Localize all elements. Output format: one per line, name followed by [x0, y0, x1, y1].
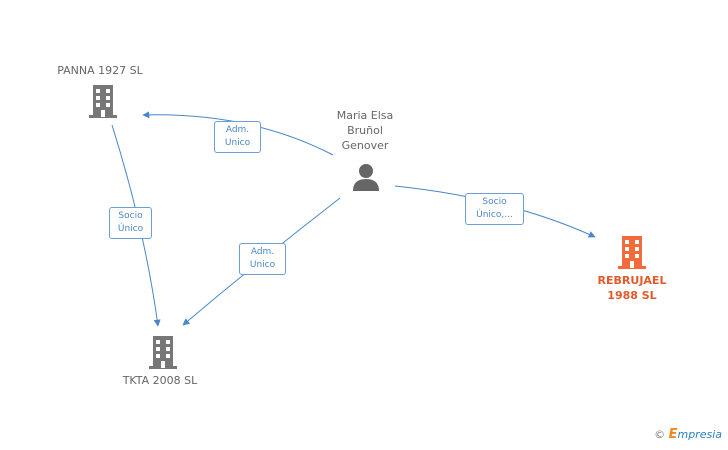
person-name-line-2: Bruñol	[347, 124, 383, 137]
edge-label-line-2: Unico	[224, 138, 251, 148]
edge-label-person-rebrujael[interactable]: Socio Único,...	[465, 193, 524, 225]
copyright-symbol: ©	[654, 428, 666, 441]
edge-label-person-panna[interactable]: Adm. Unico	[214, 121, 261, 153]
node-label-panna[interactable]: PANNA 1927 SL	[57, 64, 143, 77]
edge-label-line-1: Adm.	[225, 125, 250, 135]
edge-label-line-2: Único,...	[476, 210, 513, 220]
building-icon[interactable]	[87, 83, 119, 119]
person-name-line-1: Maria Elsa	[336, 109, 394, 122]
edge-label-person-tkta[interactable]: Adm. Unico	[239, 243, 286, 275]
node-label-rebrujael[interactable]: REBRUJAEL 1988 SL	[572, 273, 692, 303]
edge-label-panna-tkta[interactable]: Socio Único	[109, 207, 152, 239]
node-label-tkta[interactable]: TKTA 2008 SL	[122, 374, 198, 387]
rebrujael-name-line-2: 1988 SL	[607, 289, 657, 302]
building-icon-highlighted[interactable]	[616, 234, 648, 270]
brand-initial: E	[668, 427, 678, 442]
edge-label-line-1: Socio	[482, 197, 507, 207]
person-icon[interactable]	[351, 162, 381, 192]
edge-label-line-2: Único	[117, 224, 144, 234]
edge-label-line-1: Socio	[118, 211, 143, 221]
empresia-watermark: © Empresia	[654, 427, 722, 442]
edge-label-line-2: Unico	[249, 260, 276, 270]
edge-label-line-1: Adm.	[250, 247, 275, 257]
brand-rest: mpresia	[677, 428, 722, 441]
node-label-person[interactable]: Maria Elsa Bruñol Genover	[305, 108, 425, 153]
rebrujael-name-line-1: REBRUJAEL	[597, 274, 667, 287]
building-icon[interactable]	[147, 334, 179, 370]
person-name-line-3: Genover	[341, 139, 389, 152]
